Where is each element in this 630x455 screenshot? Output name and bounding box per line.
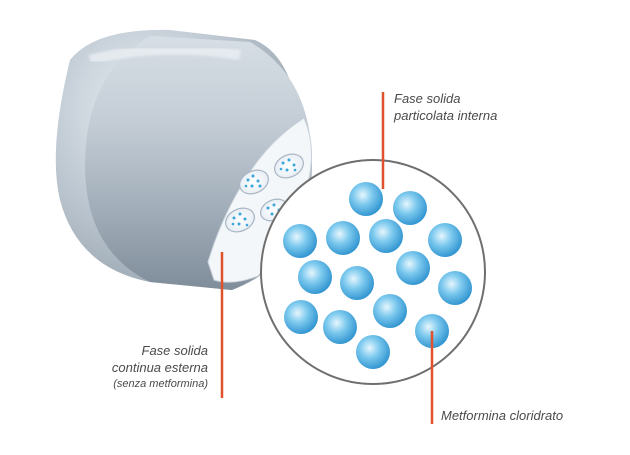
particle-group <box>283 182 472 369</box>
particle-icon <box>396 251 430 285</box>
particle-icon <box>349 182 383 216</box>
particle-icon <box>369 219 403 253</box>
particle-icon <box>356 335 390 369</box>
tablet-cylinder-icon <box>55 29 313 290</box>
external-phase-label-line3: (senza metformina) <box>113 378 208 390</box>
internal-phase-label-line2: particolata interna <box>394 108 498 123</box>
particle-icon <box>323 310 357 344</box>
metformin-label: Metformina cloridrato <box>441 408 564 423</box>
internal-phase-label-line1: Fase solida <box>394 91 461 106</box>
particle-icon <box>373 294 407 328</box>
particle-icon <box>326 221 360 255</box>
particle-icon <box>298 260 332 294</box>
particle-icon <box>340 266 374 300</box>
external-phase-label: Fase solida continua esterna (senza metf… <box>112 342 208 393</box>
particle-icon <box>284 300 318 334</box>
granule-group <box>225 153 304 233</box>
particle-icon <box>283 224 317 258</box>
particle-icon <box>438 271 472 305</box>
internal-phase-label: Fase solida particolata interna <box>394 90 497 124</box>
particle-icon <box>428 223 462 257</box>
particle-icon <box>393 191 427 225</box>
external-phase-label-line2: continua esterna <box>111 360 208 375</box>
external-phase-label-line1: Fase solida <box>141 343 208 358</box>
magnified-cross-section-icon <box>260 159 486 385</box>
